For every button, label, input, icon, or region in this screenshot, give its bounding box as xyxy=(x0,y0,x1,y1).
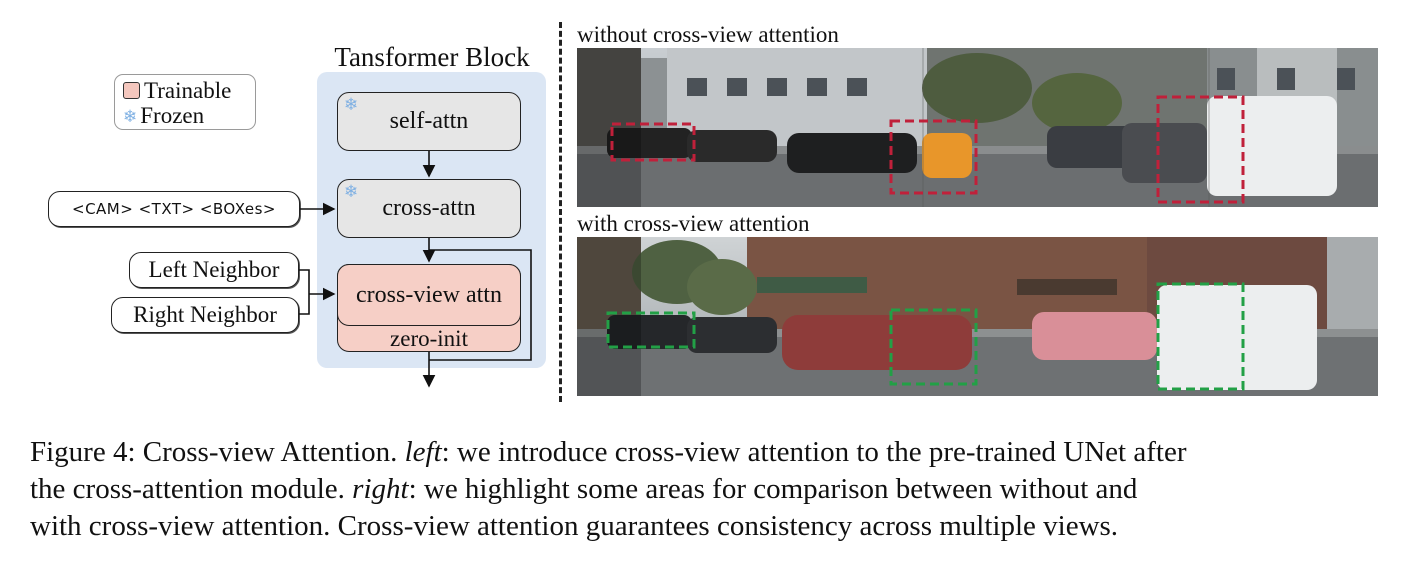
block-title: Tansformer Block xyxy=(334,42,530,72)
top-panel-label: without cross-view attention xyxy=(577,22,839,47)
neighbor-bracket xyxy=(299,269,310,315)
highlight-box xyxy=(889,119,978,195)
highlight-box xyxy=(1156,282,1245,391)
legend: Trainable ❄Frozen xyxy=(114,74,256,130)
self-attn-box: ❄ self-attn xyxy=(337,92,521,151)
snowflake-icon: ❄ xyxy=(123,107,138,127)
conditions-input: <CAM> <TXT> <BOXes> xyxy=(48,191,300,227)
highlight-box xyxy=(1156,95,1245,204)
snowflake-icon: ❄ xyxy=(344,182,359,202)
zero-init-label: zero-init xyxy=(390,326,468,351)
legend-frozen: ❄Frozen xyxy=(123,103,205,128)
with-cross-view-image xyxy=(577,237,1378,396)
caption-line-3: with cross-view attention. Cross-view at… xyxy=(30,510,1119,542)
residual-connection xyxy=(429,249,532,361)
panel-divider xyxy=(559,22,562,402)
highlight-box xyxy=(610,122,696,162)
legend-trainable: Trainable xyxy=(123,79,231,103)
snowflake-icon: ❄ xyxy=(344,95,359,115)
trainable-swatch-icon xyxy=(123,82,140,99)
right-neighbor-input: Right Neighbor xyxy=(111,297,299,333)
figure-caption: Figure 4: Cross-view Attention. left: we… xyxy=(30,434,1398,545)
cross-attn-box: ❄ cross-attn xyxy=(337,179,521,238)
cross-view-attn-box: cross-view attn xyxy=(337,264,521,326)
without-cross-view-image xyxy=(577,48,1378,207)
bottom-panel-label: with cross-view attention xyxy=(577,211,810,236)
highlight-box xyxy=(606,311,696,349)
highlight-box xyxy=(889,308,978,386)
caption-line-2: the cross-attention module. right: we hi… xyxy=(30,473,1138,505)
caption-line-1: Figure 4: Cross-view Attention. left: we… xyxy=(30,436,1187,468)
left-neighbor-input: Left Neighbor xyxy=(129,252,299,288)
block-connectors xyxy=(299,151,532,388)
